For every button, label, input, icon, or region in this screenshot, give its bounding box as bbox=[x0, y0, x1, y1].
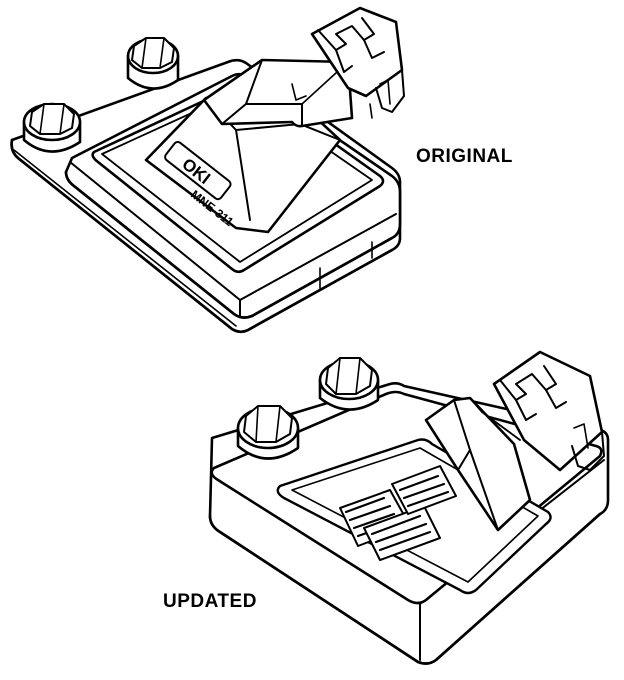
original-connector bbox=[310, 6, 405, 119]
updated-label: UPDATED bbox=[163, 591, 257, 612]
original-hood-top bbox=[202, 58, 354, 128]
updated-label-plates bbox=[339, 465, 457, 561]
updated-bolt-right bbox=[318, 357, 380, 411]
updated-module bbox=[208, 350, 610, 665]
updated-hood bbox=[424, 396, 532, 532]
original-bolt-left bbox=[22, 102, 82, 153]
original-module: OKI MNE-311 bbox=[10, 6, 405, 334]
updated-connector bbox=[492, 350, 605, 472]
updated-bolt-left bbox=[236, 405, 300, 460]
original-label: ORIGINAL bbox=[416, 146, 513, 167]
original-bolt-right bbox=[126, 37, 180, 90]
